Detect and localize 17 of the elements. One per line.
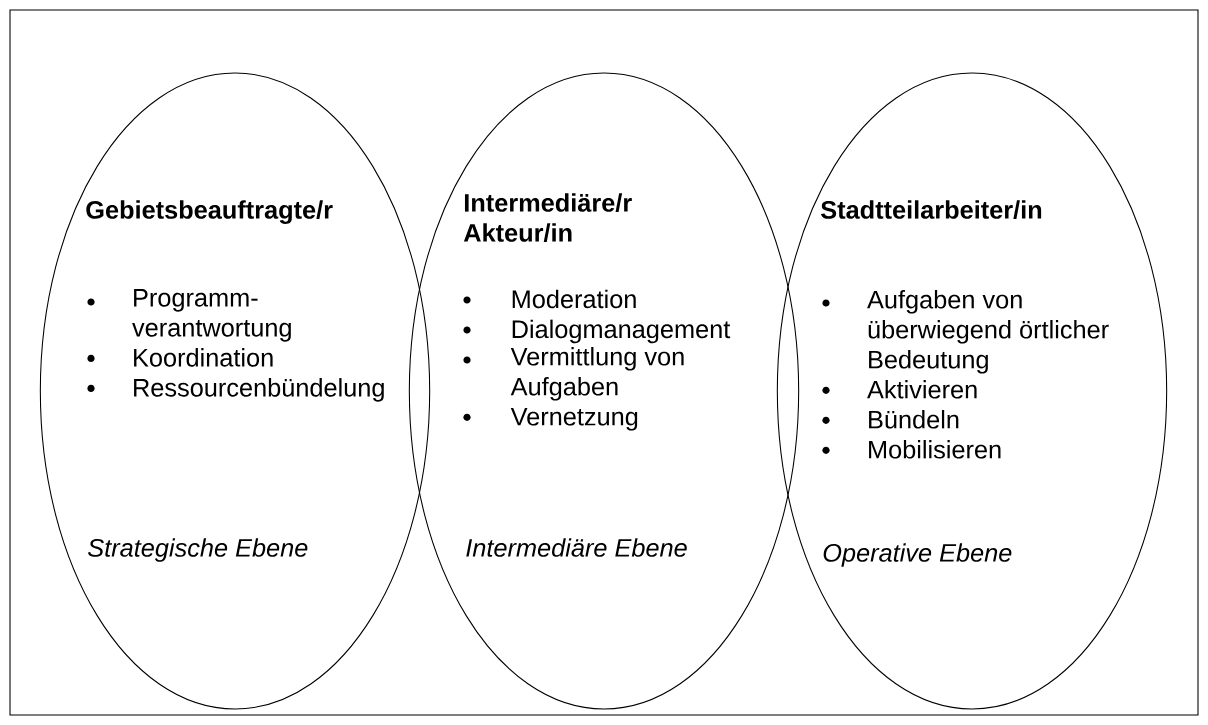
- level-label: Operative Ebene: [823, 543, 1012, 567]
- bullet-item: Vermittlung von Aufgaben: [463, 347, 684, 401]
- bullet-item: Programm- verantwortung: [87, 289, 291, 342]
- bullet-item: Vernetzung: [463, 407, 638, 431]
- level-label: Strategische Ebene: [88, 538, 308, 562]
- bullet-item: Bündeln: [822, 410, 959, 429]
- bullet-item: Mobilisieren: [822, 440, 1001, 459]
- bullet-item: Aktivieren: [822, 380, 977, 399]
- heading: Intermediäre/r Akteur/in: [463, 193, 632, 243]
- level-label: Intermediäre Ebene: [466, 538, 687, 557]
- bullet-item: Moderation: [463, 289, 636, 309]
- bullet-item: Dialogmanagement: [463, 319, 731, 344]
- bullet-item: Koordination: [87, 348, 273, 367]
- heading: Gebietsbeauftragte/r: [86, 200, 333, 224]
- heading: Stadtteilarbeiter/in: [821, 200, 1042, 220]
- bullet-item: Ressourcenbündelung: [87, 378, 384, 402]
- bullet-item: Aufgaben von überwiegend örtlicher Bedeutung: [822, 290, 1109, 374]
